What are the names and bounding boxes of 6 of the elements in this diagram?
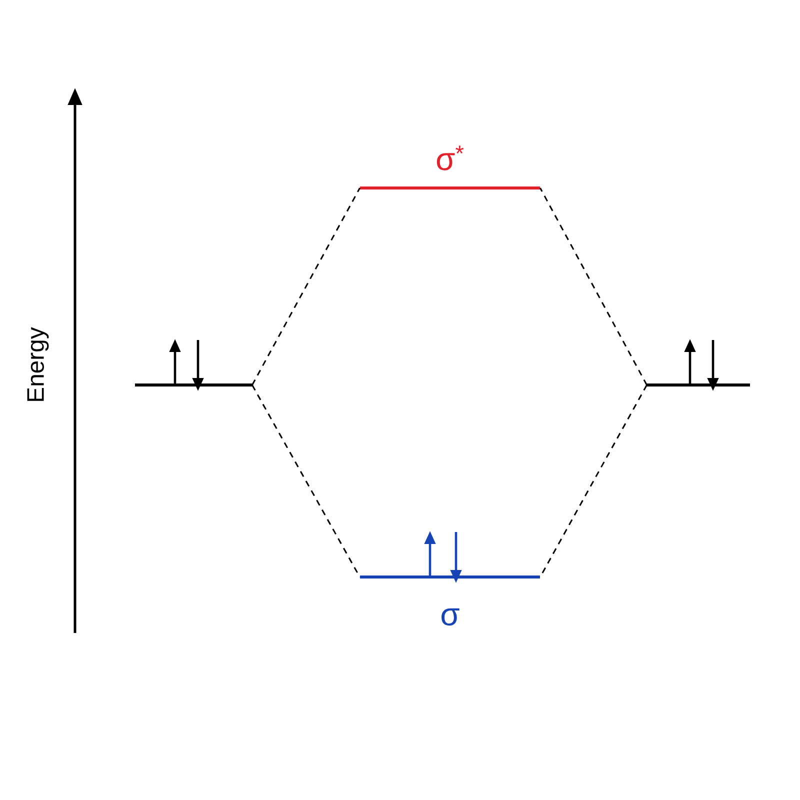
connector-line — [540, 188, 648, 386]
level-label: σ$^{*}$ — [436, 146, 464, 170]
connector-line — [252, 384, 360, 578]
level-label: σ — [442, 608, 460, 626]
axis-label: Energy — [27, 327, 49, 401]
connector-line — [252, 188, 360, 386]
